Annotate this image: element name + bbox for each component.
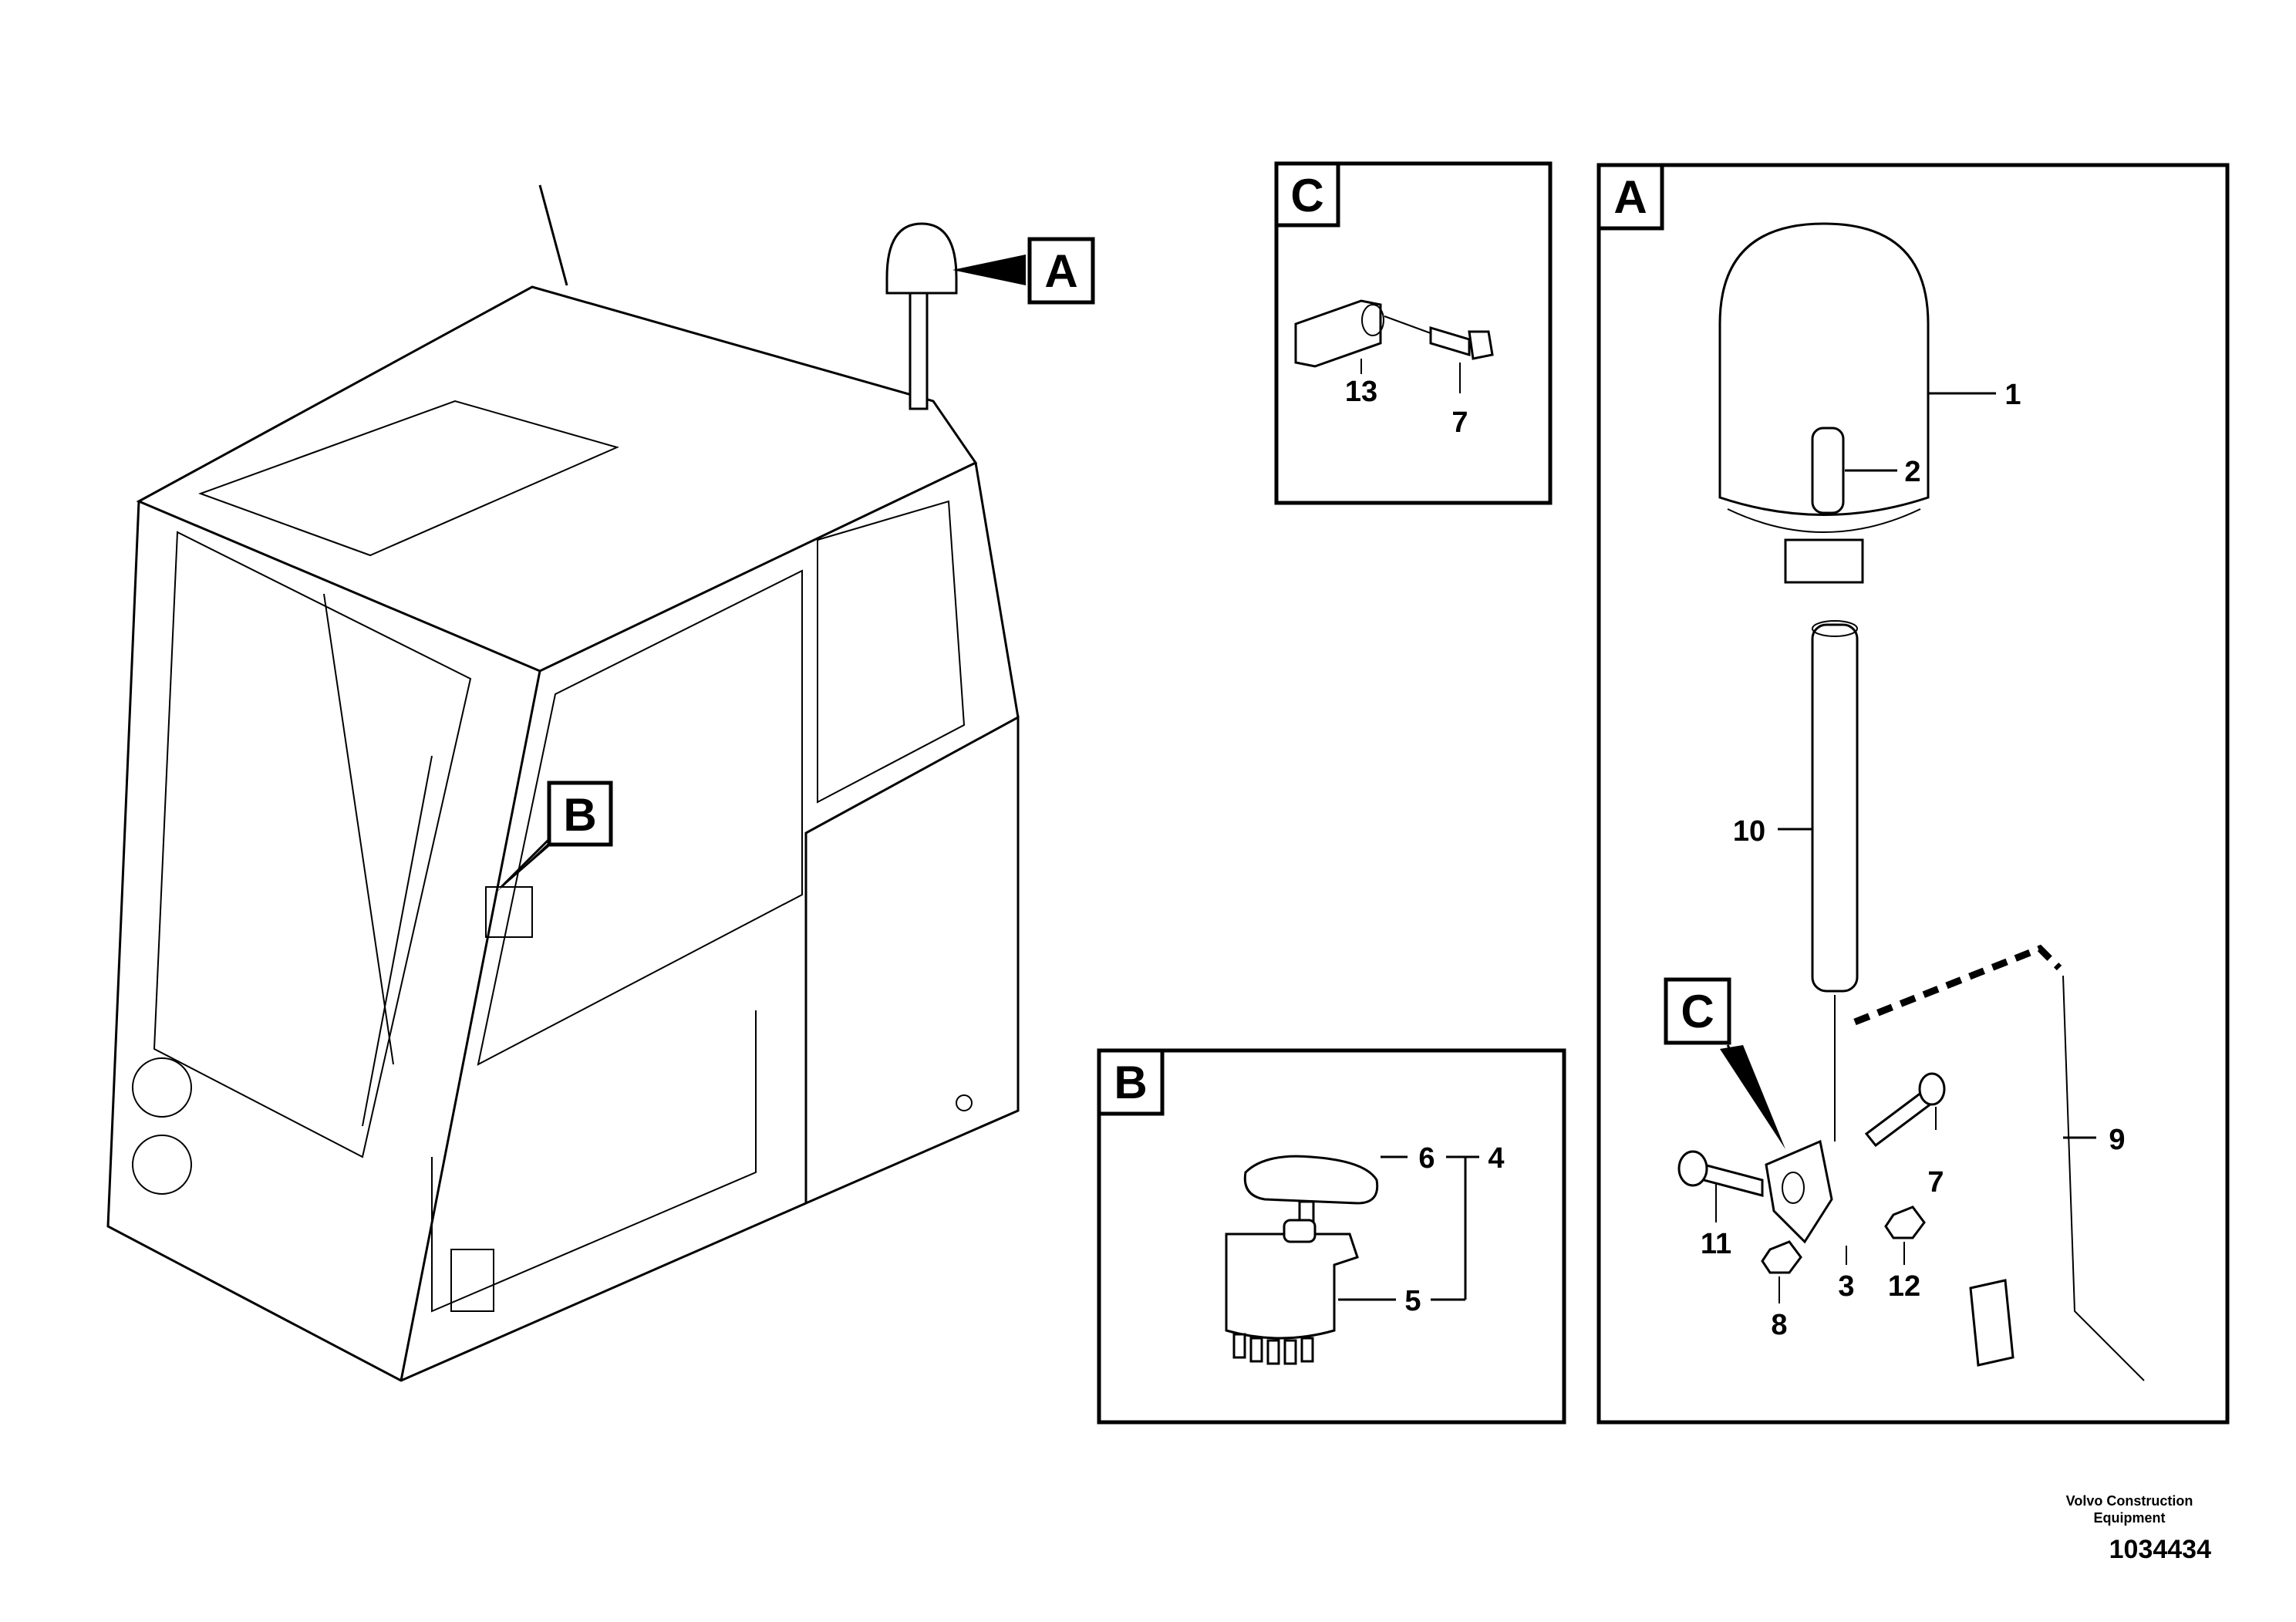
callout-13-c: 13 <box>1345 376 1377 408</box>
callout-4: 4 <box>1488 1142 1504 1175</box>
detail-c-box: C 13 7 <box>1274 161 1553 505</box>
callout-7-c: 7 <box>1451 406 1468 439</box>
callout-5: 5 <box>1404 1285 1421 1317</box>
callout-10: 10 <box>1733 815 1765 848</box>
switch-terminals <box>1232 1333 1314 1365</box>
callout-3: 3 <box>1838 1270 1854 1303</box>
part-13-clip <box>1294 299 1382 368</box>
publisher-credit: Volvo Construction Equipment <box>2037 1492 2222 1526</box>
cab-overview-illustration <box>106 184 1020 1382</box>
callout-12: 12 <box>1888 1270 1920 1303</box>
callout-7-a: 7 <box>1927 1166 1944 1199</box>
callout-a-pointer: A <box>952 237 1095 305</box>
detail-b-box: B 6 4 5 <box>1097 1048 1566 1425</box>
part-3-bracket <box>1765 1139 1833 1244</box>
part-6-knob <box>1243 1155 1379 1205</box>
detail-label-a: A <box>1613 171 1647 223</box>
detail-label-c: C <box>1290 170 1323 221</box>
part-7-screw <box>1429 325 1471 357</box>
detail-label-a-small: A <box>1044 245 1077 297</box>
callout-11: 11 <box>1701 1228 1731 1260</box>
detail-a-box: A 1 <box>1596 163 2230 1425</box>
part-5-switch <box>1225 1233 1359 1340</box>
document-number: 1034434 <box>2109 1535 2211 1564</box>
part-8-nut <box>1761 1240 1802 1274</box>
detail-label-b-small: B <box>563 789 596 841</box>
part-2-bulb <box>1811 427 1845 514</box>
callout-6: 6 <box>1418 1142 1435 1175</box>
callout-9: 9 <box>2109 1124 2125 1156</box>
callout-8: 8 <box>1771 1309 1787 1341</box>
callout-2: 2 <box>1904 456 1920 488</box>
part-1-beacon-dome <box>1718 222 1930 516</box>
part-12-nut <box>1884 1206 1926 1239</box>
detail-label-b: B <box>1114 1057 1147 1108</box>
part-9-cable <box>1853 944 2062 1026</box>
detail-label-c-small: C <box>1681 986 1714 1037</box>
callout-1: 1 <box>2004 379 2021 411</box>
credit-line-2: Equipment <box>2093 1510 2166 1526</box>
part-10-pole <box>1811 623 1859 993</box>
callout-b-pointer: B <box>494 781 613 895</box>
credit-line-1: Volvo Construction <box>2065 1493 2193 1509</box>
